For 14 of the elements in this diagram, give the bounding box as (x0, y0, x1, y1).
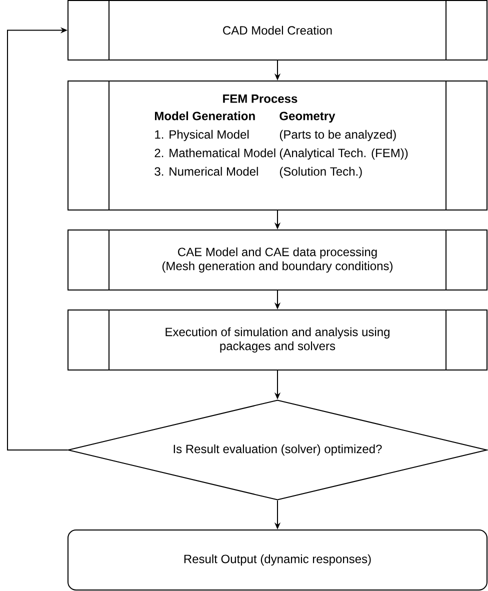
process-box: CAE Model and CAE data processing (Mesh generation and boundary conditions) (68, 230, 488, 290)
process-box: Execution of simulation and analysis using packages and solvers (68, 310, 488, 370)
list-item: 3. Numerical Model (154, 166, 258, 176)
rounded-box: Result Output (dynamic responses) (68, 530, 488, 590)
list-item: 1. Physical Model (155, 130, 249, 142)
column-heading: Geometry (280, 112, 336, 123)
column-heading: Model Generation (155, 111, 255, 120)
loop-arrow (7, 27, 68, 450)
note-text: (Solution Tech.) (280, 166, 362, 178)
note-text: (Analytical Tech. (FEM)) (280, 148, 408, 160)
process-box: CAD Model Creation (68, 0, 488, 60)
note-text: (Parts to be analyzed) (280, 130, 396, 142)
list-item: 2. Mathematical Model (154, 148, 276, 158)
heading: FEM Process (223, 94, 298, 103)
